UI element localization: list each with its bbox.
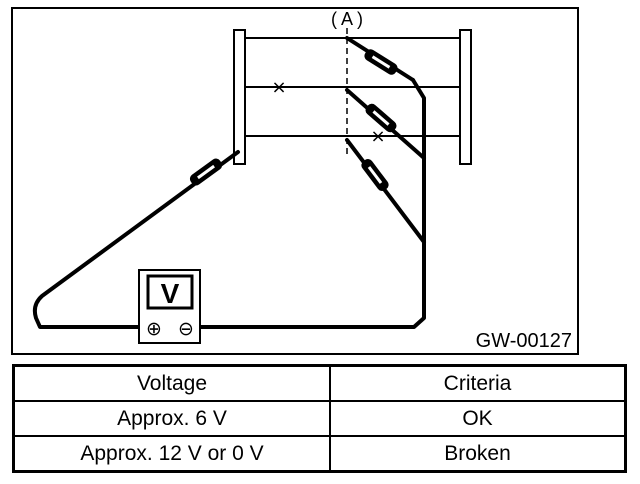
probe-tips — [189, 49, 398, 191]
cell-criteria: OK — [329, 400, 627, 437]
voltmeter-label: V — [161, 278, 180, 309]
header-voltage: Voltage — [12, 364, 331, 402]
cell-criteria: Broken — [329, 435, 627, 473]
circuit-diagram: × × ( A ) V ⊕ ⊖ GW-00 — [11, 7, 579, 355]
header-criteria: Criteria — [329, 364, 627, 402]
criteria-table: Voltage Criteria Approx. 6 V OK Approx. … — [12, 364, 627, 473]
left-connector — [233, 29, 246, 165]
cell-voltage: Approx. 12 V or 0 V — [12, 435, 331, 473]
break-mark-wire-3: × — [370, 126, 385, 147]
voltmeter-plus-terminal: ⊕ — [146, 318, 162, 340]
table-header-row: Voltage Criteria — [12, 364, 627, 402]
table-row: Approx. 6 V OK — [12, 400, 627, 437]
break-mark-wire-2: × — [271, 77, 286, 98]
probe-leads — [32, 36, 426, 329]
voltmeter-minus-terminal: ⊖ — [178, 318, 194, 340]
voltmeter-display — [146, 274, 194, 310]
table-row: Approx. 12 V or 0 V Broken — [12, 435, 627, 473]
figure-code: GW-00127 — [476, 330, 572, 352]
point-a-label: ( A ) — [331, 9, 363, 29]
cell-voltage: Approx. 6 V — [12, 400, 331, 437]
right-connector — [459, 29, 472, 165]
figure-frame — [11, 7, 579, 355]
voltmeter: V ⊕ ⊖ — [138, 269, 201, 344]
